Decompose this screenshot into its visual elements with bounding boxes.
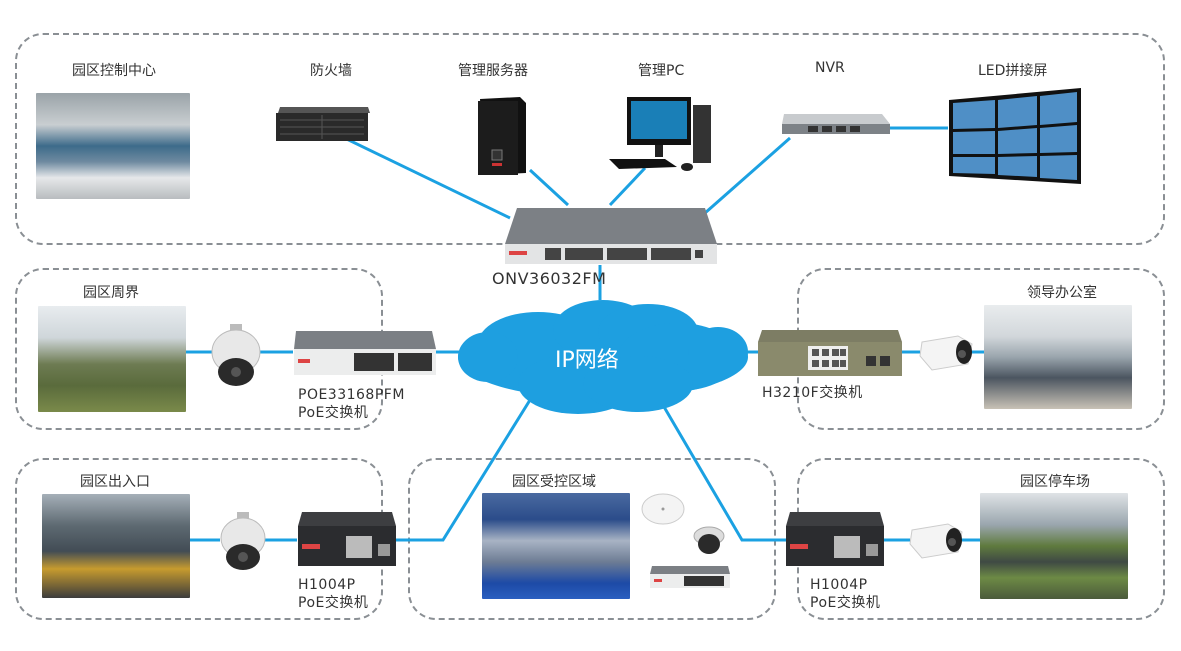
label-firewall: 防火墙 [310,63,352,79]
h1004p-switch-icon [786,512,884,566]
parking-title: 园区停车场 [1020,474,1090,490]
bullet-camera-icon [909,523,963,559]
link-pc [608,166,647,207]
datacenter-photo [482,493,630,599]
parking-switch-type: PoE交换机 [810,595,881,611]
led-video-wall-icon [949,88,1081,184]
label-server: 管理服务器 [458,63,528,79]
perimeter-switch-model: POE33168PFM [298,387,405,403]
controlled-title: 园区受控区域 [512,474,596,490]
dome-camera-icon [693,526,725,554]
label-nvr: NVR [815,60,845,76]
parking-photo [980,493,1128,599]
h1004p-switch-icon [298,512,396,566]
bullet-camera-icon [919,335,973,371]
entrance-switch-type: PoE交换机 [298,595,369,611]
entrance-title: 园区出入口 [80,474,150,490]
label-pc: 管理PC [638,63,685,79]
link-entrance-cloud [395,399,532,542]
perimeter-switch-type: PoE交换机 [298,405,369,421]
label-led-wall: LED拼接屏 [978,63,1048,79]
link-parking-cloud [658,399,787,542]
nvr-icon [782,114,890,134]
speed-dome-camera-icon [211,324,261,386]
office-title: 领导办公室 [1027,285,1097,301]
tower-server-icon [478,97,526,175]
firewall-icon [276,107,370,141]
entrance-photo [42,494,190,598]
entrance-switch-model: H1004P [298,577,356,593]
perimeter-title: 园区周界 [83,285,139,301]
office-switch-model: H3210F交换机 [762,385,863,401]
label-control-center: 园区控制中心 [72,63,156,79]
control-center-photo [36,93,190,199]
speed-dome-camera-icon [220,512,266,570]
perimeter-photo [38,306,186,412]
core-switch-label: ONV36032FM [492,269,607,288]
desktop-pc-icon [609,97,711,171]
cloud-label: IP网络 [555,348,619,373]
link-server [528,168,570,207]
poe-switch-16-icon [294,331,436,375]
ip-network-cloud [458,300,748,414]
core-switch-icon [505,208,717,264]
link-firewall [327,128,511,220]
access-switch-icon [650,566,730,588]
office-photo [984,305,1132,409]
parking-switch-model: H1004P [810,577,868,593]
wireless-ap-icon [641,493,685,525]
office-switch-icon [758,330,902,376]
